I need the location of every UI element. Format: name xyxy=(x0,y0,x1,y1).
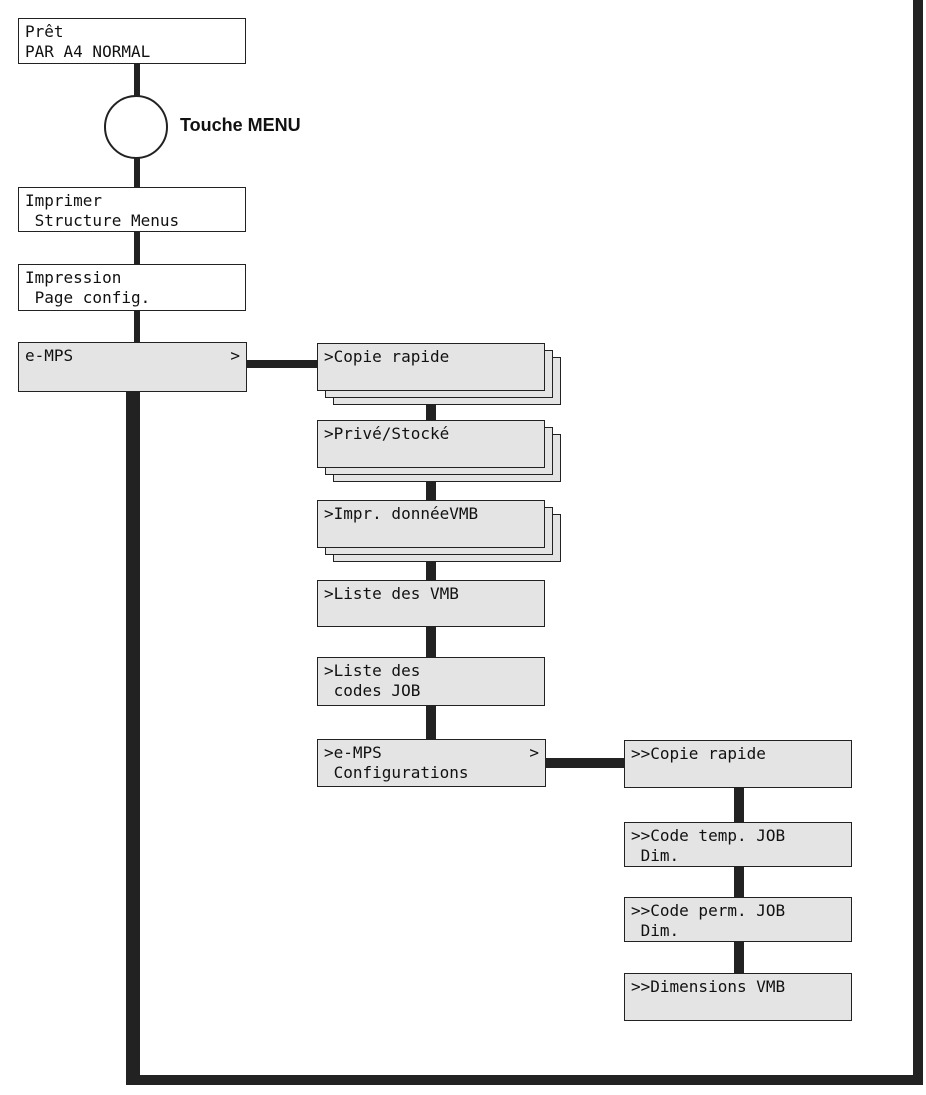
menu-print-menu-map[interactable]: Imprimer Structure Menus xyxy=(18,187,246,232)
menu-line-1: Impression xyxy=(25,268,122,287)
config-temp-job-code-dim[interactable]: >>Code temp. JOB Dim. xyxy=(624,822,852,867)
submenu-virtual-mailbox-print[interactable]: >Impr. donnéeVMB xyxy=(317,500,545,548)
display-line-1: Prêt xyxy=(25,22,64,41)
submenu-quick-copy[interactable]: >Copie rapide xyxy=(317,343,545,391)
connector-main-vertical xyxy=(126,392,140,1085)
connector-config-1-2 xyxy=(734,788,744,822)
menu-status-page[interactable]: Impression Page config. xyxy=(18,264,246,311)
config-line-2: Dim. xyxy=(631,921,680,940)
menu-key-label: Touche MENU xyxy=(180,115,301,135)
connector-emps-to-submenu xyxy=(247,360,317,368)
submenu-line-2: Configurations xyxy=(324,763,469,782)
menu-line-2: Page config. xyxy=(25,288,151,307)
config-line-2: Dim. xyxy=(631,846,680,865)
submenu-line-1: >Liste des xyxy=(324,661,421,680)
display-line-2: PAR A4 NORMAL xyxy=(25,42,151,61)
connector-menu-key-to-print-map xyxy=(134,152,140,187)
connector-config-2-3 xyxy=(734,867,744,897)
submenu-line-1: >e-MPS xyxy=(324,743,382,762)
connector-status-page-to-emps xyxy=(134,311,140,342)
connector-return-bottom xyxy=(126,1075,923,1085)
menu-line-1: e-MPS xyxy=(25,346,74,365)
submenu-line-1: >Liste des VMB xyxy=(324,584,459,603)
config-line-1: >>Dimensions VMB xyxy=(631,977,786,996)
menu-emps[interactable]: e-MPS > xyxy=(18,342,247,392)
submenu-row: >e-MPS > xyxy=(324,743,539,763)
display-ready-box: Prêt PAR A4 NORMAL xyxy=(18,18,246,64)
menu-row: e-MPS > xyxy=(25,346,240,366)
config-line-1: >>Copie rapide xyxy=(631,744,766,763)
submenu-line-1: >Copie rapide xyxy=(324,347,450,366)
connector-config-3-4 xyxy=(734,942,744,973)
submenu-line-2: codes JOB xyxy=(324,681,421,700)
submenu-line-1: >Privé/Stocké xyxy=(324,424,450,443)
connector-submenu-1-2 xyxy=(426,405,436,423)
connector-config-to-submenu xyxy=(546,758,624,768)
submenu-line-1: >Impr. donnéeVMB xyxy=(324,504,479,523)
menu-key-circle-icon[interactable] xyxy=(104,95,168,159)
submenu-job-code-list[interactable]: >Liste des codes JOB xyxy=(317,657,545,706)
menu-line-1: Imprimer xyxy=(25,191,103,210)
submenu-arrow: > xyxy=(529,743,539,762)
config-line-1: >>Code temp. JOB xyxy=(631,826,786,845)
submenu-emps-configurations[interactable]: >e-MPS > Configurations xyxy=(317,739,546,787)
submenu-arrow: > xyxy=(230,346,240,365)
connector-submenu-2-3 xyxy=(426,482,436,502)
config-quick-copy[interactable]: >>Copie rapide xyxy=(624,740,852,788)
connector-return-right xyxy=(913,0,923,1085)
menu-line-2: Structure Menus xyxy=(25,211,180,230)
connector-submenu-4-5 xyxy=(426,627,436,657)
connector-start-to-menu-key xyxy=(134,64,140,102)
config-perm-job-code-dim[interactable]: >>Code perm. JOB Dim. xyxy=(624,897,852,942)
connector-submenu-5-6 xyxy=(426,706,436,739)
submenu-vmb-list[interactable]: >Liste des VMB xyxy=(317,580,545,627)
submenu-private-stored[interactable]: >Privé/Stocké xyxy=(317,420,545,468)
config-vmb-dimensions[interactable]: >>Dimensions VMB xyxy=(624,973,852,1021)
config-line-1: >>Code perm. JOB xyxy=(631,901,786,920)
connector-submenu-3-4 xyxy=(426,562,436,580)
connector-print-map-to-status-page xyxy=(134,232,140,264)
